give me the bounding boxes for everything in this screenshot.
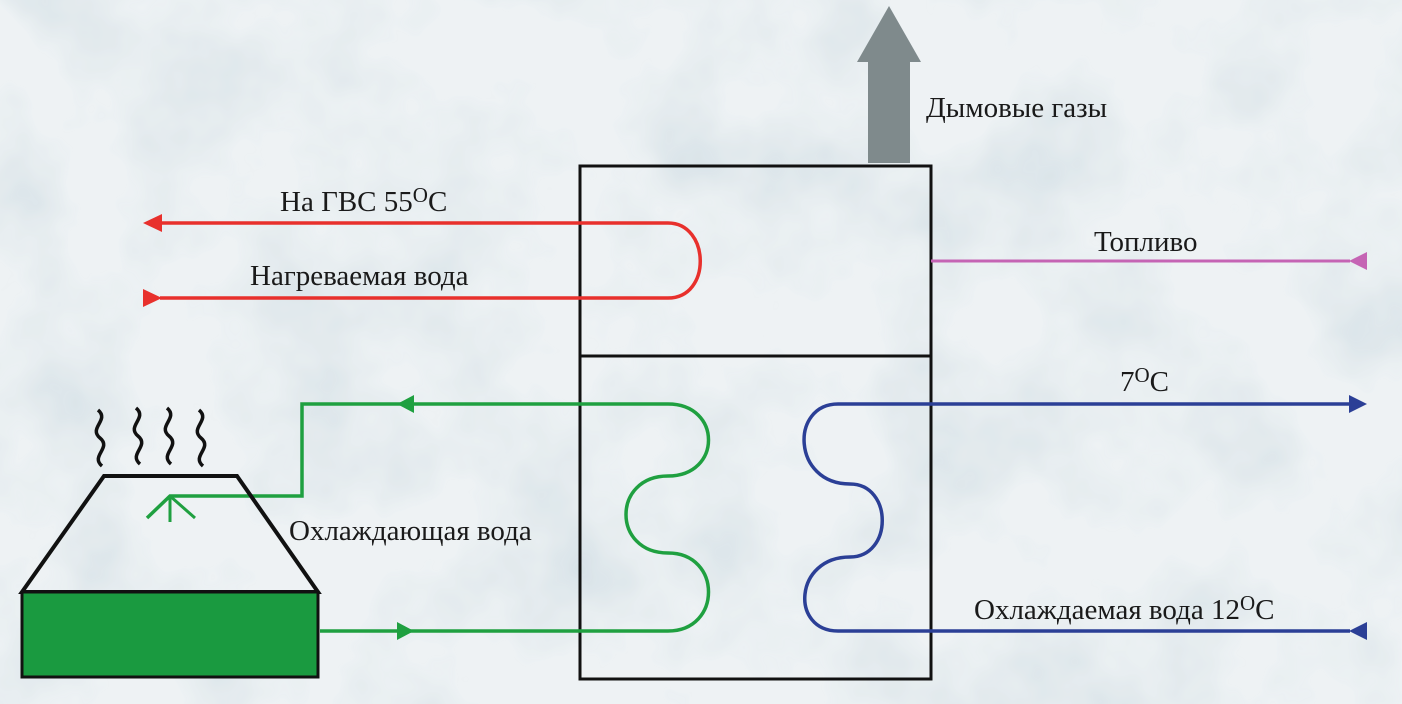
chilled-in-label: Охлаждаемая вода 12ОС	[974, 591, 1275, 626]
chilled-out-label: 7ОС	[1120, 363, 1170, 398]
hot-water-coil	[160, 221, 702, 300]
heated-water-in-arrowhead	[143, 289, 162, 307]
steam-icon	[94, 406, 207, 468]
flue-gas-label: Дымовые газы	[926, 92, 1108, 124]
chilled-in-arrowhead	[1349, 622, 1367, 640]
hot-water-out-label: На ГВС 55ОС	[280, 183, 448, 218]
fuel-arrowhead	[1349, 252, 1367, 270]
flue-gas-arrow	[857, 6, 921, 163]
cooling-water-branch	[169, 494, 196, 520]
cooling-water-return-arrowhead	[397, 395, 414, 413]
cooling-water-coil	[145, 402, 711, 633]
heated-water-label: Нагреваемая вода	[250, 260, 469, 292]
cooling-water-label: Охлаждающая вода	[289, 515, 532, 547]
evaporator-absorber-section	[578, 354, 933, 681]
fuel-label: Топливо	[1094, 226, 1198, 258]
cooling-water-supply-arrowhead	[397, 622, 414, 640]
chilled-water-coil	[802, 402, 1350, 633]
cooling-tower-basin	[20, 590, 320, 679]
chilled-out-arrowhead	[1349, 395, 1367, 413]
hot-water-out-arrowhead	[143, 214, 162, 232]
